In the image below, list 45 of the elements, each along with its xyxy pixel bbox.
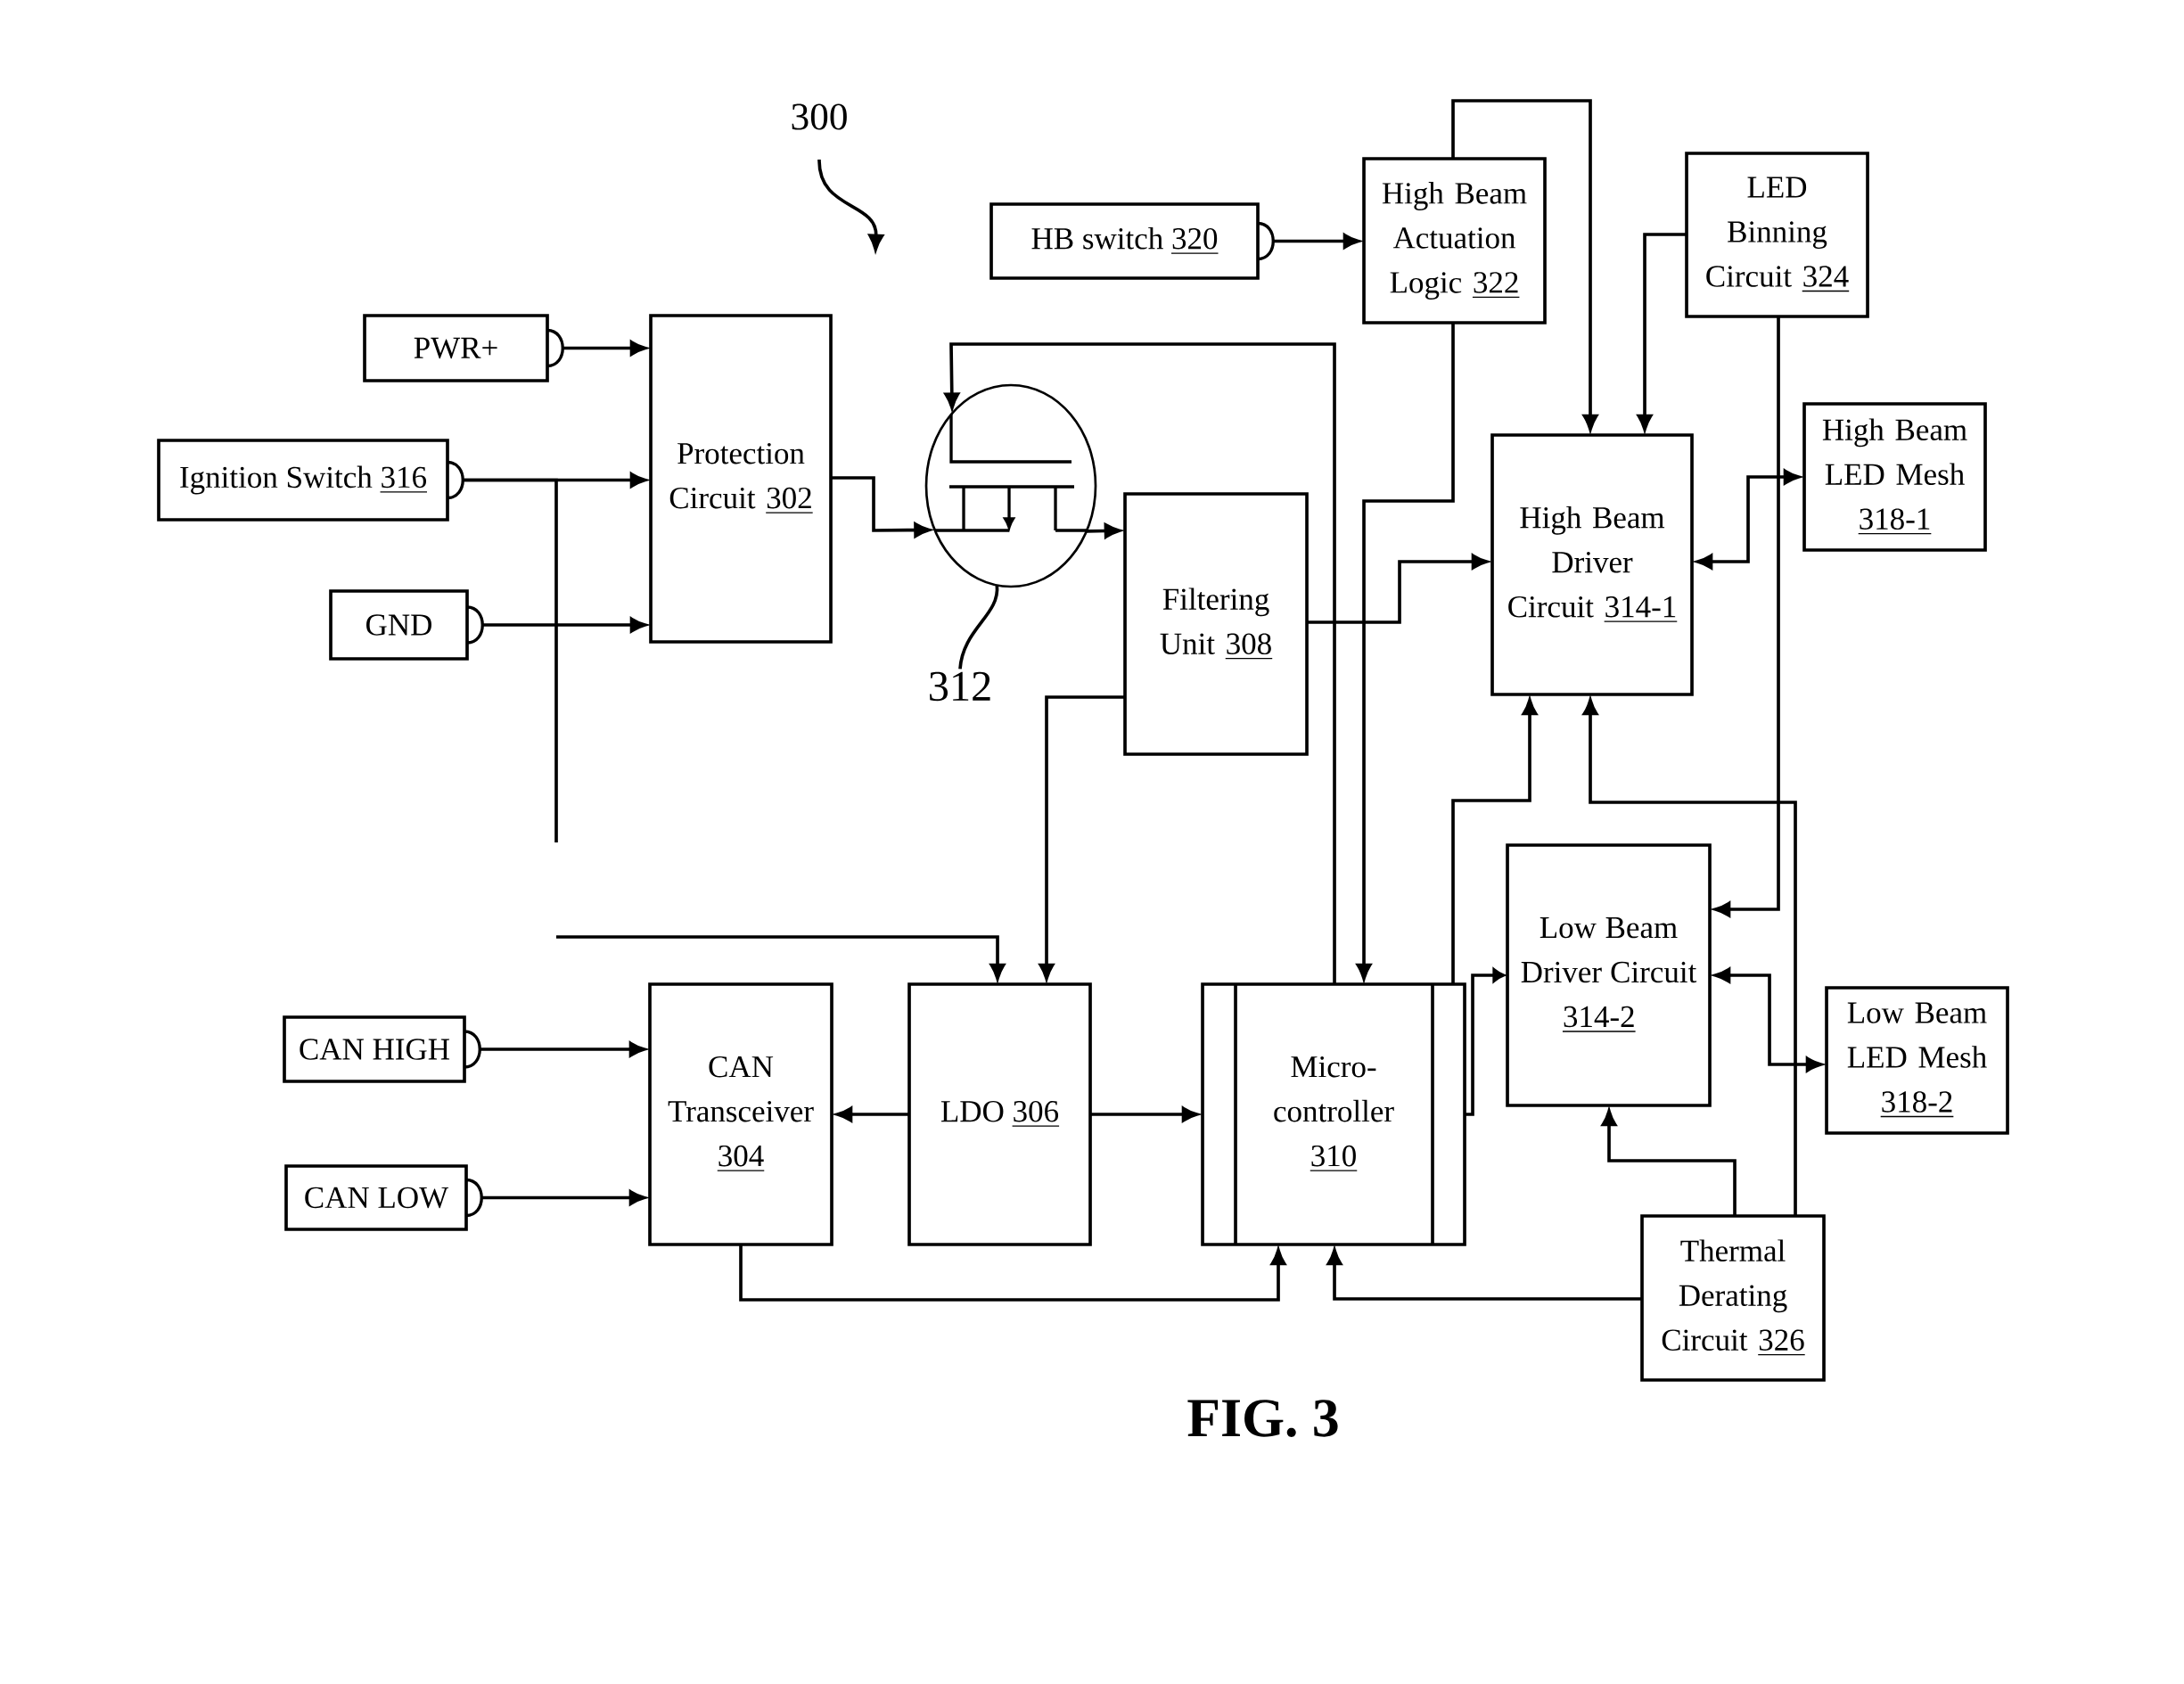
input-box: HB switch 320 [989, 202, 1260, 280]
circuit-block: Thermal Derating Circuit 326 [1640, 1214, 1826, 1382]
arrow [1090, 1106, 1199, 1122]
reference-numeral: 312 [930, 671, 990, 702]
arrow [556, 935, 1006, 981]
circuit-block: Low Beam Driver Circuit 314-2 [1506, 843, 1712, 1107]
arrow [739, 1245, 1286, 1302]
arrow [1356, 323, 1455, 981]
arrow [1086, 523, 1121, 538]
input-box: Ignition Switch 316 [157, 439, 449, 522]
circuit-block: High Beam Driver Circuit 314-1 [1490, 433, 1694, 696]
arrow [1465, 968, 1506, 1116]
arrow [1713, 967, 1823, 1072]
arrow [1451, 99, 1598, 431]
microcontroller-block: Micro-controller 310 [1201, 982, 1466, 1246]
circuit-block: High Beam Actuation Logic 322 [1362, 157, 1547, 324]
leader-line [958, 585, 999, 669]
input-box: CAN LOW [284, 1164, 468, 1231]
circuit-block: High Beam LED Mesh 318-1 [1802, 402, 1987, 552]
circuit-block: LED Binning Circuit 324 [1685, 152, 1869, 318]
circuit-block: LDO 306 [907, 982, 1092, 1246]
arrow [1039, 695, 1125, 981]
arrow [1582, 698, 1797, 1216]
arrow [1326, 1248, 1642, 1301]
arrow [1451, 698, 1538, 984]
line [463, 478, 558, 842]
input-box: PWR+ [363, 314, 549, 382]
circuit-block: CAN Transceiver 304 [648, 982, 833, 1246]
circuit-block: Filtering Unit 308 [1123, 492, 1309, 756]
arrow [1695, 469, 1801, 570]
arrow [1637, 233, 1687, 431]
transistor-symbol [924, 383, 1097, 588]
arrow [1307, 554, 1489, 624]
arrow [480, 1041, 646, 1057]
circuit-block: Protection Circuit 302 [649, 314, 833, 644]
reference-numeral: 300 [792, 103, 847, 130]
circuit-block: Low Beam LED Mesh 318-2 [1825, 986, 2009, 1135]
input-box: CAN HIGH [283, 1015, 466, 1083]
arrow [482, 617, 647, 633]
arrow [1601, 1109, 1737, 1216]
arrow [835, 1106, 909, 1122]
figure-caption: FIG. 3 [1187, 1400, 1338, 1437]
arrow [944, 342, 1336, 984]
arrow [1713, 316, 1780, 917]
input-box: GND [329, 589, 469, 661]
